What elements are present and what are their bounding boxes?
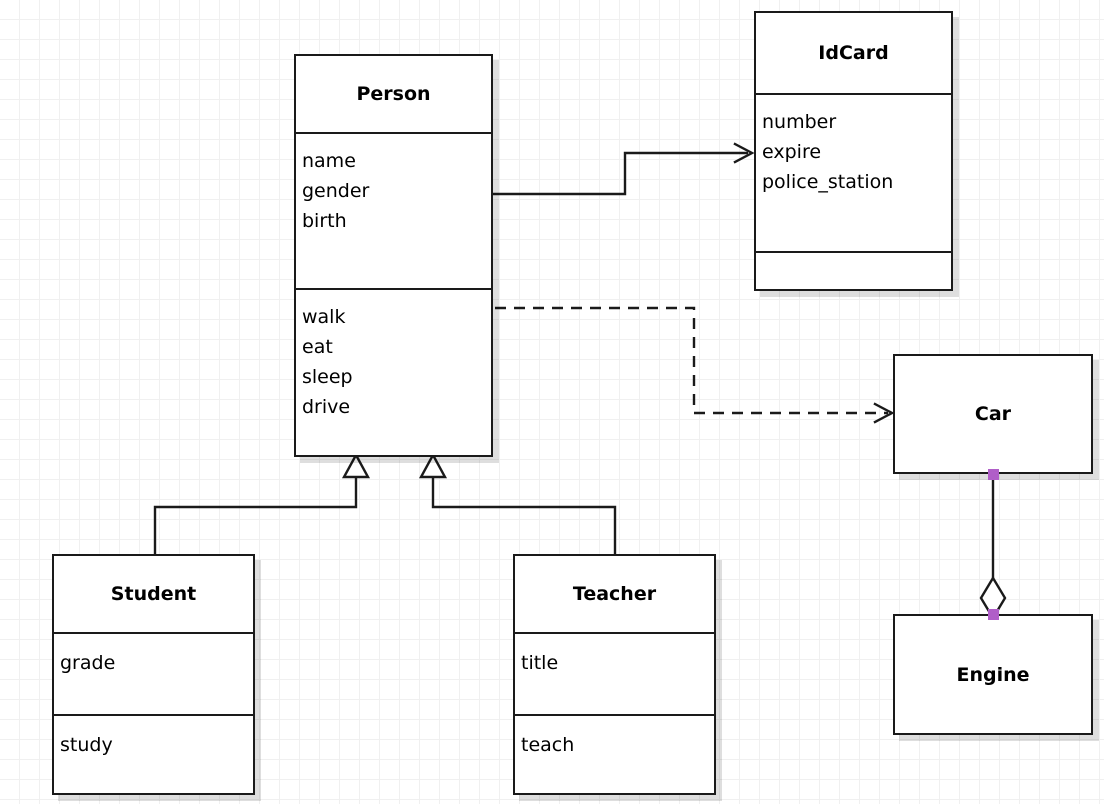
- class-idcard[interactable]: IdCard number expire police_station: [754, 11, 953, 291]
- attribute-item: grade: [60, 652, 116, 674]
- connection-handle-car-bottom[interactable]: [988, 469, 999, 480]
- attribute-item: name: [302, 150, 356, 172]
- class-idcard-attributes: number expire police_station: [756, 93, 951, 251]
- operation-item: eat: [302, 336, 333, 358]
- class-teacher-attributes: title: [515, 632, 714, 714]
- edge-teacher-person[interactable]: [418, 452, 617, 554]
- operation-item: sleep: [302, 366, 353, 388]
- class-car[interactable]: Car: [893, 354, 1093, 474]
- operation-item: teach: [521, 734, 575, 756]
- class-student-attributes: grade: [54, 632, 253, 714]
- class-person-header: Person: [296, 56, 491, 132]
- class-teacher-header: Teacher: [515, 556, 714, 632]
- edge-student-person[interactable]: [153, 452, 371, 554]
- class-student-title: Student: [110, 583, 197, 605]
- class-person-attributes: name gender birth: [296, 132, 491, 288]
- operation-item: study: [60, 734, 113, 756]
- class-student-header: Student: [54, 556, 253, 632]
- attribute-item: title: [521, 652, 559, 674]
- class-student-operations: study: [54, 714, 253, 795]
- edge-car-engine[interactable]: [979, 474, 1007, 621]
- class-car-title: Car: [974, 403, 1012, 425]
- class-teacher[interactable]: Teacher title teach: [513, 554, 716, 795]
- attribute-item: police_station: [762, 171, 894, 193]
- class-idcard-operations: [756, 251, 951, 289]
- operation-item: drive: [302, 396, 351, 418]
- class-student[interactable]: Student grade study: [52, 554, 255, 795]
- class-idcard-header: IdCard: [756, 13, 951, 93]
- class-idcard-title: IdCard: [818, 42, 889, 64]
- class-teacher-title: Teacher: [572, 583, 657, 605]
- class-teacher-operations: teach: [515, 714, 714, 795]
- attribute-item: number: [762, 111, 837, 133]
- attribute-item: birth: [302, 210, 347, 232]
- class-engine-title: Engine: [956, 663, 1030, 686]
- edge-person-car[interactable]: [495, 306, 895, 424]
- attribute-item: gender: [302, 180, 370, 202]
- class-engine[interactable]: Engine: [893, 614, 1093, 735]
- class-person-operations: walk eat sleep drive: [296, 288, 491, 455]
- class-person[interactable]: Person name gender birth walk eat sleep …: [294, 54, 493, 457]
- class-person-title: Person: [356, 83, 431, 105]
- operation-item: walk: [302, 306, 346, 328]
- edge-person-idcard[interactable]: [493, 142, 755, 196]
- connection-handle-engine-top[interactable]: [988, 609, 999, 620]
- attribute-item: expire: [762, 141, 822, 163]
